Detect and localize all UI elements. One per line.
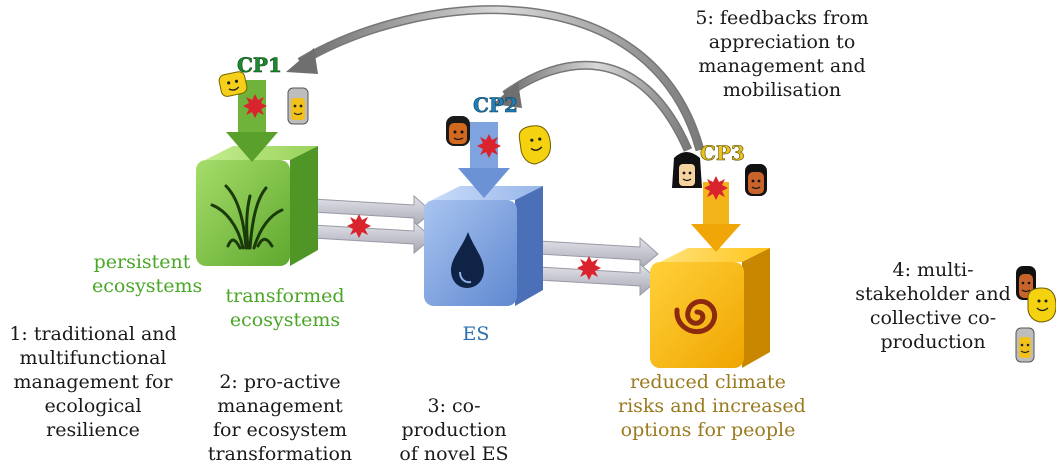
step-5-line-3: management and xyxy=(698,55,866,77)
step-4-line-1: 4: multi- xyxy=(892,259,974,281)
cp3-label: CP3 xyxy=(700,141,745,165)
step-1-line-4: ecological xyxy=(44,395,142,417)
plant-icon xyxy=(210,184,284,250)
transformed-ecosystems-label: transformed ecosystems xyxy=(222,284,348,332)
star-burst-icon xyxy=(243,94,728,280)
step-5-line-1: 5: feedbacks from xyxy=(695,7,869,29)
transformed-line-2: ecosystems xyxy=(229,309,341,331)
step-5-text: 5: feedbacks from appreciation to manage… xyxy=(686,6,878,102)
step-3-text: 3: co- production of novel ES xyxy=(396,394,512,466)
step-1-text: 1: traditional and multifunctional manag… xyxy=(0,322,186,442)
step-2-text: 2: pro-active management for ecosystem t… xyxy=(202,370,358,466)
transformed-line-1: transformed xyxy=(225,285,345,307)
reduced-climate-risks-label: reduced climate risks and increased opti… xyxy=(618,370,806,442)
es-label: ES xyxy=(462,323,490,345)
step-4-text: 4: multi- stakeholder and collective co-… xyxy=(852,258,1014,354)
step-3-line-3: of novel ES xyxy=(399,443,509,465)
persistent-ecosystems-label: persistent ecosystems xyxy=(92,250,203,298)
cp2-label: CP2 xyxy=(473,93,518,117)
feedback-arrow-outer xyxy=(286,5,705,152)
reduced-line-1: reduced climate xyxy=(630,371,786,393)
step-4-line-4: production xyxy=(880,331,986,353)
step-2-line-4: transformation xyxy=(207,443,353,465)
persistent-line-1: persistent xyxy=(93,251,191,273)
step-1-line-5: resilience xyxy=(46,419,140,441)
reduced-line-3: options for people xyxy=(620,419,796,441)
cp1-label: CP1 xyxy=(237,53,282,77)
step-1-line-3: management for xyxy=(13,371,173,393)
step-1-line-2: multifunctional xyxy=(19,347,167,369)
person-icon xyxy=(218,71,1056,363)
spiral-icon xyxy=(674,299,718,335)
persistent-line-2: ecosystems xyxy=(92,275,203,297)
step-2-line-1: 2: pro-active xyxy=(219,371,341,393)
step-2-line-3: for ecosystem xyxy=(212,419,348,441)
step-3-line-1: 3: co- xyxy=(427,395,481,417)
step-2-line-2: management xyxy=(217,395,343,417)
feedback-arrow-inner xyxy=(493,60,693,152)
step-5-line-2: appreciation to xyxy=(708,31,856,53)
gold-cube xyxy=(650,248,770,368)
step-5-line-4: mobilisation xyxy=(722,79,842,101)
step-4-line-2: stakeholder and xyxy=(855,283,1011,305)
green-cube xyxy=(196,146,318,266)
step-1-line-1: 1: traditional and xyxy=(9,323,177,345)
step-4-line-3: collective co- xyxy=(869,307,997,329)
reduced-line-2: risks and increased xyxy=(618,395,806,417)
step-3-line-2: production xyxy=(401,419,507,441)
blue-cube xyxy=(424,186,543,306)
